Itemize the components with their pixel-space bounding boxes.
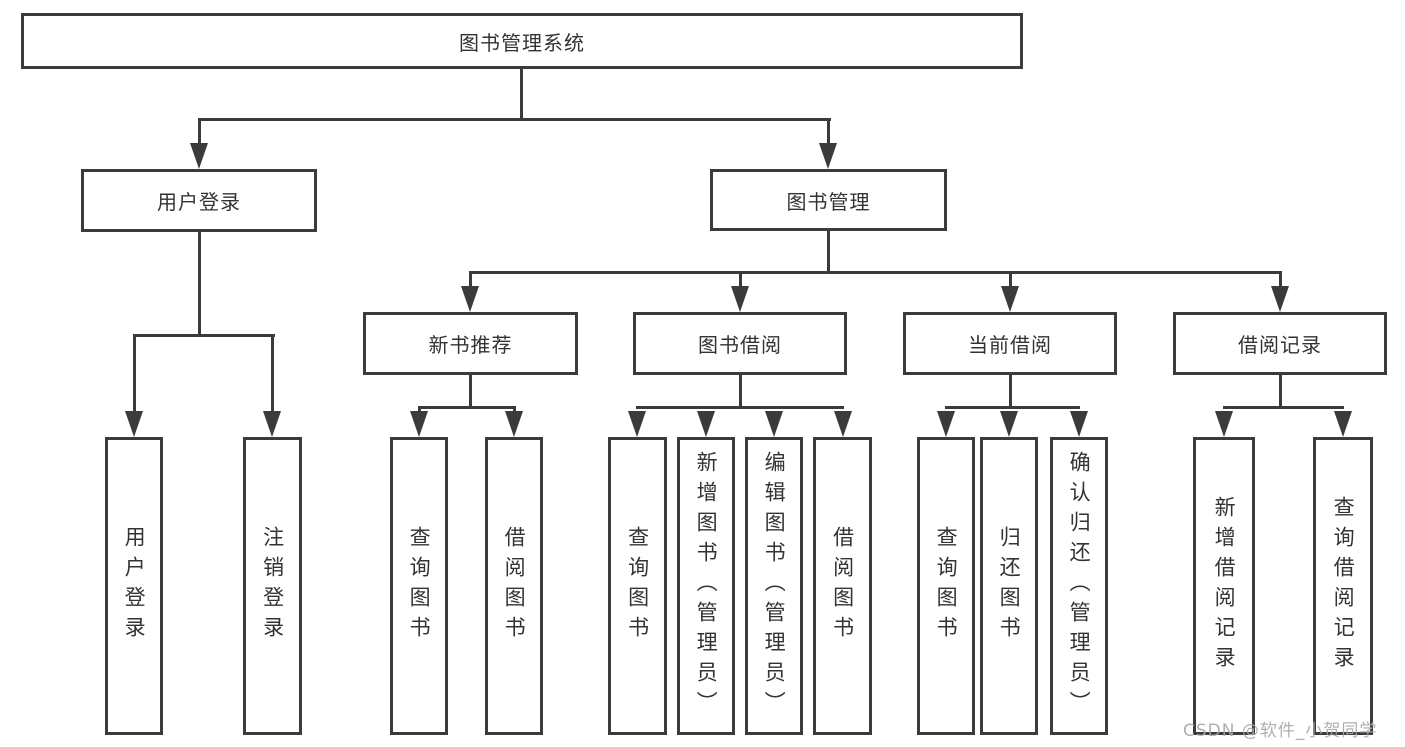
- connector-login-drop: [198, 231, 201, 336]
- leaf-label: 借阅图书: [830, 526, 855, 646]
- leaf-label: 查询借阅记录: [1331, 496, 1356, 676]
- leaf-label: 编辑图书（管理员）: [762, 451, 787, 721]
- leaf-records-query: 查询借阅记录: [1313, 437, 1373, 735]
- node-book-borrow-label: 图书借阅: [698, 333, 782, 357]
- node-borrow-records-label: 借阅记录: [1238, 333, 1322, 357]
- leaf-label: 查询图书: [625, 526, 650, 646]
- node-root: 图书管理系统: [21, 13, 1023, 69]
- arrow-down-icon: [263, 411, 281, 437]
- arrow-down-icon: [505, 411, 523, 437]
- connector-records-drop: [1279, 374, 1282, 409]
- arrow-down-icon: [1271, 286, 1289, 312]
- leaf-borrow-add-admin: 新增图书（管理员）: [677, 437, 735, 735]
- csdn-watermark: CSDN @软件_小贺同学: [1183, 721, 1378, 741]
- connector-stem-leaf-login1: [133, 334, 136, 414]
- leaf-records-add: 新增借阅记录: [1193, 437, 1255, 735]
- connector-stem-borrow: [739, 271, 742, 289]
- leaf-borrow-query: 查询图书: [608, 437, 667, 735]
- arrow-down-icon: [628, 411, 646, 437]
- leaf-newbook-query: 查询图书: [390, 437, 448, 735]
- node-user-login-label: 用户登录: [157, 190, 241, 214]
- connector-records-rail: [1223, 406, 1344, 409]
- leaf-label: 新增借阅记录: [1212, 496, 1237, 676]
- connector-stem-newbook: [469, 271, 472, 289]
- arrow-down-icon: [1000, 411, 1018, 437]
- arrow-down-icon: [1215, 411, 1233, 437]
- arrow-down-icon: [819, 143, 837, 169]
- arrow-down-icon: [765, 411, 783, 437]
- arrow-down-icon: [1001, 286, 1019, 312]
- arrow-down-icon: [1070, 411, 1088, 437]
- connector-mgmt-drop: [827, 230, 830, 274]
- node-book-management: 图书管理: [710, 169, 947, 231]
- leaf-user-login: 用户登录: [105, 437, 163, 735]
- arrow-down-icon: [461, 286, 479, 312]
- arrow-down-icon: [410, 411, 428, 437]
- connector-stem-book-mgmt: [827, 118, 830, 148]
- leaf-label: 注销登录: [260, 526, 285, 646]
- connector-stem-user-login: [198, 118, 201, 148]
- arrow-down-icon: [937, 411, 955, 437]
- leaf-label: 借阅图书: [502, 526, 527, 646]
- node-borrow-records: 借阅记录: [1173, 312, 1387, 375]
- arrow-down-icon: [834, 411, 852, 437]
- node-current-borrow-label: 当前借阅: [968, 333, 1052, 357]
- connector-current-drop: [1009, 374, 1012, 409]
- leaf-logout: 注销登录: [243, 437, 302, 735]
- leaf-label: 归还图书: [997, 526, 1022, 646]
- connector-login-rail: [133, 334, 275, 337]
- connector-current-rail: [945, 406, 1080, 409]
- connector-borrow-drop: [739, 374, 742, 409]
- connector-stem-leaf-login2: [271, 334, 274, 414]
- leaf-borrow-edit-admin: 编辑图书（管理员）: [745, 437, 803, 735]
- leaf-label: 用户登录: [122, 526, 147, 646]
- node-new-book-recommend-label: 新书推荐: [428, 333, 513, 357]
- node-book-management-label: 图书管理: [786, 189, 871, 214]
- arrow-down-icon: [125, 411, 143, 437]
- arrow-down-icon: [190, 143, 208, 169]
- connector-newbook-drop: [469, 374, 472, 409]
- node-root-label: 图书管理系统: [459, 30, 585, 55]
- connector-newbook-rail: [418, 406, 516, 409]
- leaf-label: 查询图书: [407, 526, 432, 646]
- leaf-newbook-borrow: 借阅图书: [485, 437, 543, 735]
- connector-root-rail: [198, 118, 831, 121]
- connector-root-drop: [520, 67, 523, 119]
- node-new-book-recommend: 新书推荐: [363, 312, 578, 375]
- connector-stem-current: [1009, 271, 1012, 289]
- arrow-down-icon: [1334, 411, 1352, 437]
- leaf-current-confirm-admin: 确认归还（管理员）: [1050, 437, 1108, 735]
- leaf-borrow-borrow: 借阅图书: [813, 437, 872, 735]
- connector-stem-records: [1279, 271, 1282, 289]
- leaf-current-query: 查询图书: [917, 437, 975, 735]
- node-user-login: 用户登录: [81, 169, 317, 232]
- leaf-label: 确认归还（管理员）: [1067, 451, 1092, 721]
- arrow-down-icon: [731, 286, 749, 312]
- connector-borrow-rail: [636, 406, 844, 409]
- arrow-down-icon: [697, 411, 715, 437]
- node-book-borrow: 图书借阅: [633, 312, 847, 375]
- leaf-current-return: 归还图书: [980, 437, 1038, 735]
- node-current-borrow: 当前借阅: [903, 312, 1117, 375]
- leaf-label: 新增图书（管理员）: [694, 451, 719, 721]
- leaf-label: 查询图书: [934, 526, 959, 646]
- connector-mgmt-rail: [469, 271, 1282, 274]
